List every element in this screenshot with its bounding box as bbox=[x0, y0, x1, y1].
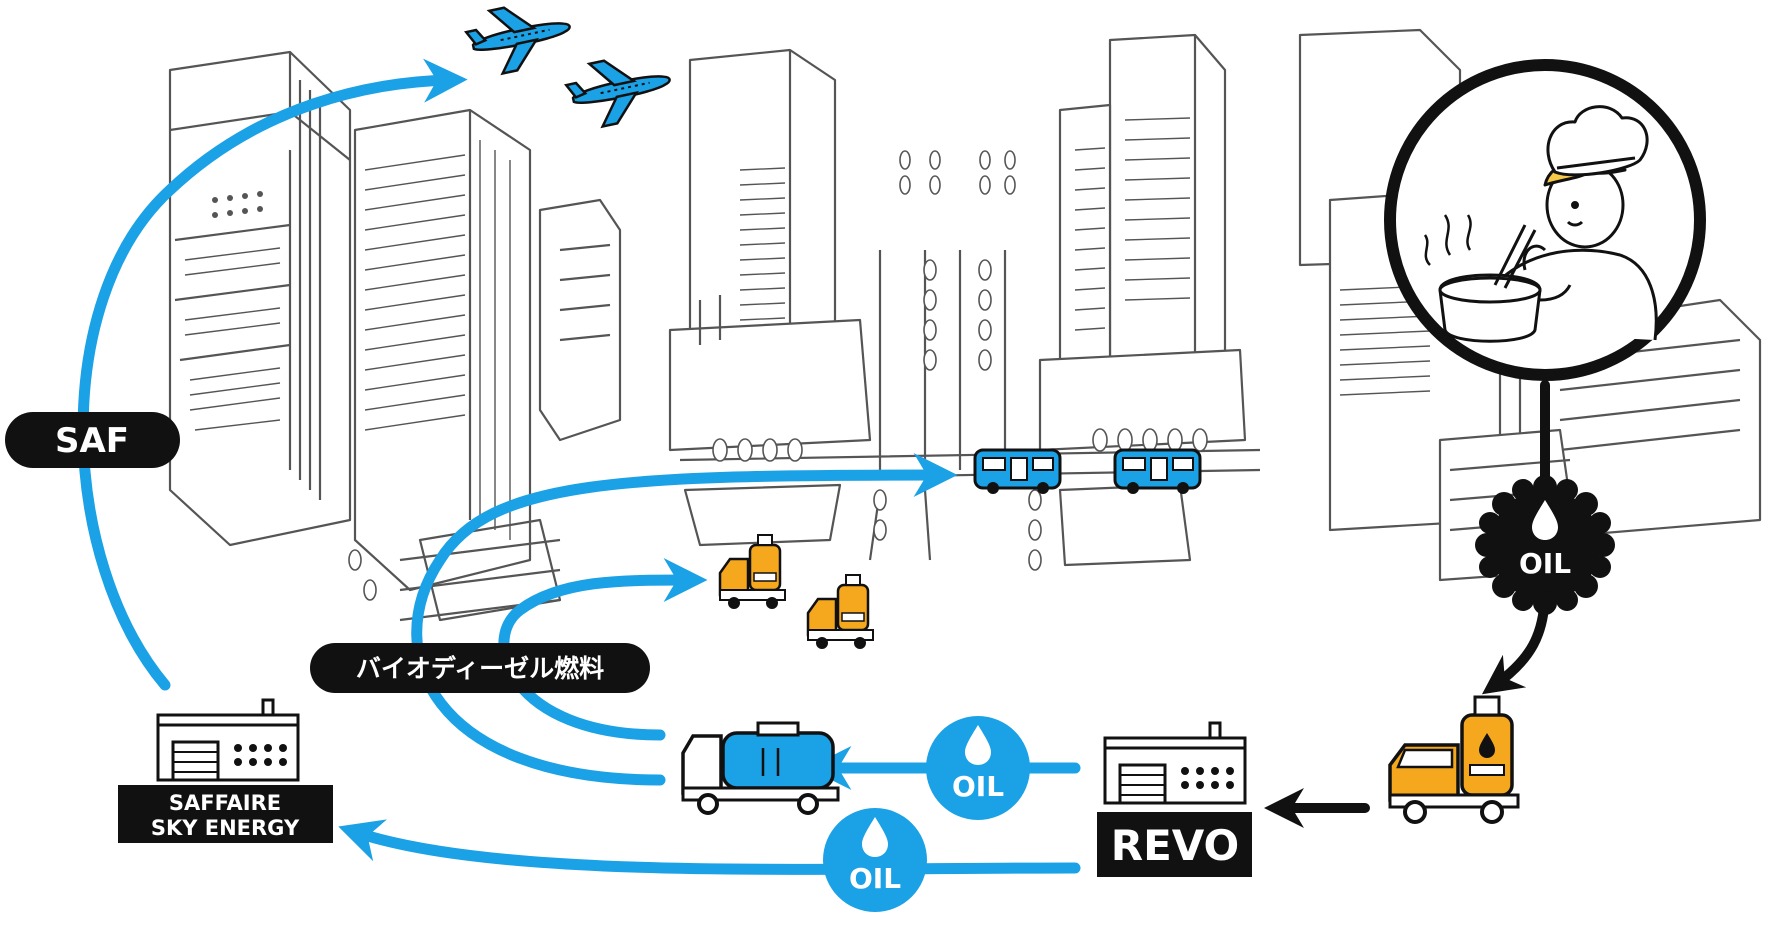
bus-icon bbox=[1113, 448, 1202, 494]
factory-icon bbox=[156, 698, 300, 782]
tank-truck-icon bbox=[1388, 695, 1520, 824]
building-center-left bbox=[353, 108, 532, 592]
tanker-truck-icon bbox=[681, 721, 840, 815]
oil-source-badge: OIL bbox=[1475, 475, 1615, 615]
building-center-right-tower bbox=[1038, 33, 1247, 452]
revo-factory: REVO bbox=[1097, 721, 1252, 877]
factory-icon bbox=[1103, 721, 1247, 805]
oil-source-badge-text: OIL bbox=[1519, 547, 1571, 580]
biodiesel-flow-to-tanker bbox=[498, 558, 708, 741]
airplane-icon bbox=[563, 59, 671, 129]
building-center-tower bbox=[668, 48, 872, 452]
cityscape bbox=[168, 28, 1762, 622]
saffaire-name-line1: SAFFAIRE bbox=[169, 791, 281, 815]
saf-flow-arrow bbox=[77, 58, 468, 691]
saffaire-factory: SAFFAIRE SKY ENERGY bbox=[118, 698, 333, 843]
airplane-icon bbox=[463, 6, 571, 76]
building-mid-left bbox=[538, 198, 622, 442]
oil-drop-icon bbox=[1479, 733, 1495, 758]
biodiesel-label: バイオディーゼル燃料 bbox=[310, 643, 650, 693]
oil-badge-to-truck: OIL bbox=[926, 716, 1030, 820]
chef-illustration bbox=[1384, 59, 1706, 381]
oil-badge-to-saffaire-text: OIL bbox=[849, 862, 901, 895]
biodiesel-flow-to-bus bbox=[411, 453, 958, 786]
oil-drop-icon bbox=[965, 725, 991, 765]
chef-icon bbox=[1423, 105, 1658, 343]
oil-drop-icon bbox=[1532, 500, 1558, 540]
biodiesel-label-text: バイオディーゼル燃料 bbox=[356, 654, 604, 683]
blue-flows bbox=[77, 58, 1081, 875]
saffaire-name-line2: SKY ENERGY bbox=[151, 816, 300, 840]
oil-badge-to-truck-text: OIL bbox=[952, 770, 1004, 803]
tank-truck-icon bbox=[718, 534, 786, 609]
revo-name: REVO bbox=[1111, 821, 1240, 870]
saf-label-text: SAF bbox=[55, 421, 129, 461]
oil-drop-icon bbox=[862, 817, 888, 857]
building-left-tower bbox=[168, 50, 352, 547]
tank-truck-icon bbox=[806, 574, 874, 649]
oil-flow-to-saffaire bbox=[338, 819, 1081, 875]
oil-badge-to-saffaire: OIL bbox=[823, 808, 927, 912]
bus-icon bbox=[973, 448, 1062, 494]
saf-label: SAF bbox=[5, 412, 180, 468]
